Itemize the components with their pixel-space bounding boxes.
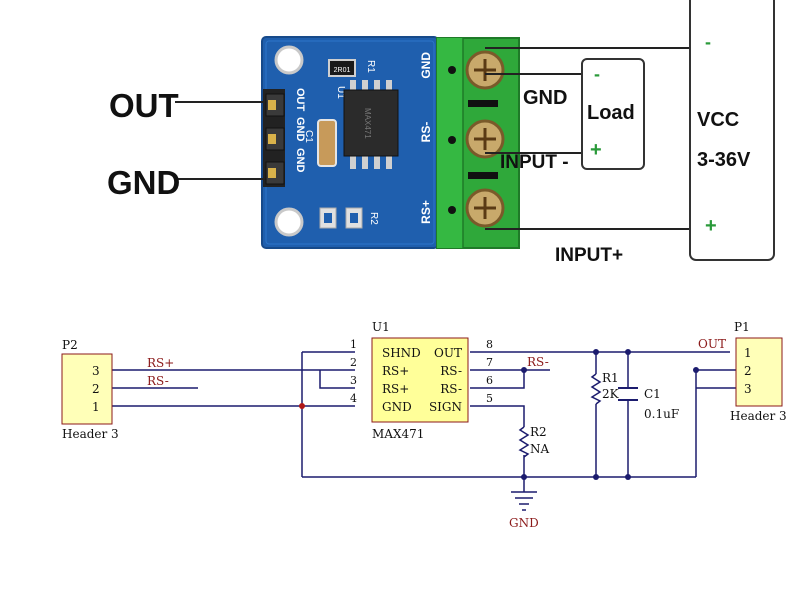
p1-pin-3: 3 [744,382,752,396]
p2-name: Header 3 [62,427,119,441]
vcc-supply-box: - VCC 3-36V + [689,0,775,261]
ic-u1-max471: U1 MAX471 1 2 3 4 8 7 6 5 SHND RS+ RS+ G… [350,320,493,441]
silk-r1: R1 [365,60,376,73]
resistor-r1 [328,59,356,77]
net-rs-plus: RS+ [147,356,174,370]
silk-r2: R2 [368,212,379,225]
load-box: - Load + [581,58,645,170]
net-rs-minus-right: RS- [527,355,549,369]
gnd-symbol-label: GND [509,516,539,530]
ground-symbol [511,491,537,511]
u1-pin-5: 5 [486,392,493,405]
p2-ref: P2 [62,338,78,352]
u1-ref: U1 [372,320,390,334]
r2-ref: R2 [530,425,547,439]
silk-rs-minus: RS- [419,122,433,143]
schematic: GND P2 Header 3 3 2 1 RS+ RS- U1 MAX4 [61,320,787,530]
r2-value: NA [530,442,550,456]
u1-label-gnd: GND [382,400,412,414]
terminal-gnd-label: GND [523,87,567,109]
p1-pin-2: 2 [744,364,752,378]
u1-label-sign: SIGN [429,400,462,414]
capacitor-c1 [317,119,337,167]
silk-rs-plus: RS+ [419,200,433,224]
out-label: OUT [109,87,179,124]
net-rs-minus-left: RS- [147,374,169,388]
r1-ref: R1 [602,371,619,385]
u1-pin-3: 3 [350,374,357,387]
u1-label-shnd: SHND [382,346,421,360]
pcb-board: OUT GND GND 2R01 R1 U1 C1 [261,36,439,249]
vcc-plus-sign: + [705,215,717,237]
capacitor-c1-symbol [618,387,638,401]
u1-pin-2: 2 [350,356,357,369]
u1-label-rs-plus-2: RS+ [382,382,409,396]
p2-pin-1: 1 [92,400,100,414]
resistor-r2-symbol [518,426,530,458]
chip-text: MAX471 [363,108,372,139]
u1-pin-8: 8 [486,338,493,351]
mounting-hole [274,45,304,75]
p1-pin-1: 1 [744,346,752,360]
vcc-range: 3-36V [697,149,751,171]
input-minus-label: INPUT - [500,152,569,173]
silk-out: OUT [294,88,306,112]
u1-name: MAX471 [372,427,424,441]
u1-pin-4: 4 [350,392,357,405]
u1-label-rs-minus-2: RS- [440,382,462,396]
p2-pin-2: 2 [92,382,100,396]
junctions [299,349,699,480]
u1-pin-7: 7 [486,356,493,369]
gnd-label: GND [107,164,180,201]
u1-pin-6: 6 [486,374,493,387]
load-minus-sign: - [594,64,600,84]
c1-ref: C1 [644,387,661,401]
mounting-hole [274,207,304,237]
input-plus-label: INPUT+ [555,245,623,266]
silk-c1: C1 [303,130,314,143]
silk-terminal-gnd: GND [419,52,433,79]
p2-pin-3: 3 [92,364,100,378]
vcc-label: VCC [697,109,739,131]
module-wiring-illustration: OUT GND GND 2R01 R1 U1 C1 [107,0,775,266]
header-p2: P2 Header 3 3 2 1 [61,338,119,441]
u1-label-out: OUT [434,346,462,360]
net-out: OUT [698,337,726,351]
silk-gnd-2: GND [294,148,306,173]
silk-gnd: GND [294,117,306,142]
header-pins [263,89,285,187]
r1-value: 2K [602,387,620,401]
resistor-r1-symbol [590,373,602,405]
load-plus-sign: + [590,139,602,161]
vcc-minus-sign: - [705,32,711,52]
u1-label-rs-plus-1: RS+ [382,364,409,378]
c1-value: 0.1uF [644,407,679,421]
silk-u1: U1 [335,86,346,99]
screw-terminal [436,37,520,249]
header-p1: P1 Header 3 1 2 3 [730,320,787,423]
p1-ref: P1 [734,320,750,334]
max471-chip: MAX471 [343,80,399,169]
external-wiring [175,47,690,230]
p1-name: Header 3 [730,409,787,423]
resistor-code: 2R01 [334,67,351,74]
u1-pin-1: 1 [350,338,357,351]
u1-label-rs-minus-1: RS- [440,364,462,378]
load-label: Load [587,102,635,124]
